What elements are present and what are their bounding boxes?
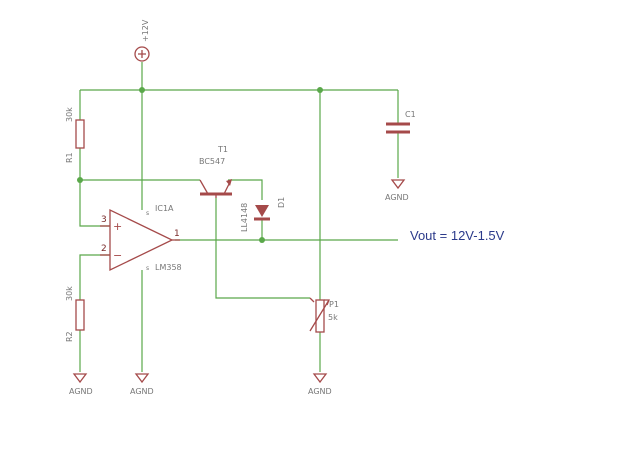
junction-pot-top [317,87,323,93]
ground-icon [134,373,150,384]
r2-body [75,299,85,331]
p1-value: 5k [328,313,338,322]
ground-label: AGND [385,193,409,202]
junctions [77,87,323,243]
p1-name: P1 [329,300,339,309]
opamp-plus-sign: + [113,220,122,233]
wire-collector [228,179,263,200]
supply-label: +12V [141,19,150,42]
d1-value: LL4148 [240,203,249,232]
ground-label: AGND [308,387,332,396]
output-voltage-label: Vout = 12V-1.5V [410,228,505,243]
t1-collector-lead [199,179,209,195]
ic1-value: LM358 [155,263,182,272]
resistor-r2: 30k R2 [65,286,85,342]
resistor-r1: 30k R1 [65,107,85,163]
t1-value: BC547 [199,157,225,166]
d1-triangle-icon [255,205,269,217]
ground-agnd-cap: AGND [385,179,409,202]
wires [79,62,399,372]
opamp-minus-sign: − [113,249,122,262]
opamp-supply-mark: s [146,210,149,217]
ic1-name: IC1A [155,204,174,213]
diode-d1: LL4148 D1 [240,197,286,232]
junction-vcc [139,87,145,93]
p1-wiper-arrow-icon [309,297,330,332]
supply-plus-icon [138,50,146,58]
p1-body [315,299,325,333]
r1-body [75,119,85,149]
ground-icon [390,179,406,190]
potentiometer-p1: P1 5k [309,297,339,333]
capacitor-c1: C1 [386,110,416,134]
opamp-body [109,208,174,272]
power-supply-symbol: +12V [134,19,150,62]
transistor-t1: T1 BC547 [199,145,232,198]
junction-output [259,237,265,243]
ground-agnd-r2: AGND [69,373,93,396]
r2-name: R2 [65,331,74,342]
opamp-pin-2: 2 [101,244,107,254]
ground-agnd-pot: AGND [308,373,332,396]
opamp-pin-1: 1 [174,229,180,239]
c1-name: C1 [405,110,416,119]
supply-circle-icon [134,46,150,62]
wire-emitter-to-pot [215,198,310,299]
r1-name: R1 [65,152,74,163]
t1-name: T1 [217,145,228,154]
junction-base [77,177,83,183]
r1-value: 30k [65,107,74,122]
opamp-pin-3: 3 [101,215,107,225]
t1-emitter-arrow-icon [226,179,232,186]
opamp-gnd-mark: s [146,265,149,272]
opamp-ic1a: + − 3 2 1 s s IC1A LM358 [100,204,182,272]
ground-agnd-opamp: AGND [130,373,154,396]
d1-name: D1 [277,197,286,208]
ground-icon [312,373,328,384]
ground-label: AGND [69,387,93,396]
wire-minus-in [79,254,110,300]
ground-icon [72,373,88,384]
r2-value: 30k [65,286,74,301]
ground-label: AGND [130,387,154,396]
